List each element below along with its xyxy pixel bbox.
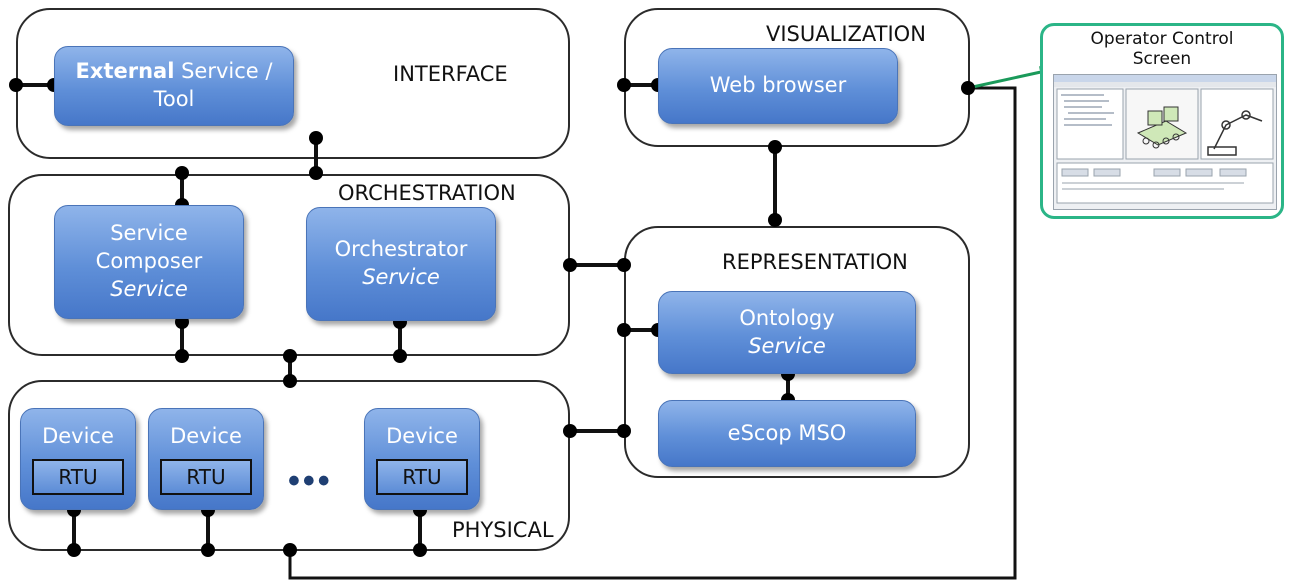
web-browser-box: Web browser [658,48,898,124]
rtu-box: RTU [376,458,468,495]
ontology-line2: Service [748,333,826,358]
physical-label: PHYSICAL [452,518,554,542]
external-service-tool-box: External Service / Tool [54,46,294,126]
external-label: External [75,59,175,84]
more-devices-ellipsis: ••• [288,462,333,500]
operator-title-line1: Operator Control [1090,29,1234,49]
composer-line3: Service [110,276,188,301]
operator-title-line2: Screen [1132,48,1192,69]
composer-line2: Composer [95,249,203,274]
device-label: Device [386,424,458,449]
operator-control-panel: Operator Control Screen [1040,23,1284,219]
tool-label: Tool [153,87,195,111]
ontology-service-box: Ontology Service [658,291,916,374]
escop-mso-box: eScop MSO [658,400,916,467]
device-label: Device [42,424,114,449]
device-label: Device [170,424,242,449]
service-slash-label: Service / [174,59,273,84]
rtu-box: RTU [32,458,124,495]
orchestrator-line1: Orchestrator [334,237,468,262]
rtu-box: RTU [160,458,252,495]
composer-line1: Service [110,221,188,246]
visualization-label: VISUALIZATION [766,22,926,46]
operator-screenshot-thumbnail [1053,74,1277,210]
interface-label: INTERFACE [393,62,508,86]
service-composer-box: Service Composer Service [54,205,244,319]
device-box-3: Device RTU [364,408,480,510]
mini-ui-illustration [1054,75,1276,204]
orchestration-label: ORCHESTRATION [338,181,516,205]
representation-label: REPRESENTATION [722,250,908,274]
web-browser-label: Web browser [709,73,847,98]
orchestrator-service-box: Orchestrator Service [306,207,496,321]
device-box-1: Device RTU [20,408,136,510]
escop-mso-label: eScop MSO [727,420,847,445]
device-box-2: Device RTU [148,408,264,510]
ontology-line1: Ontology [739,305,835,330]
operator-panel-title: Operator Control Screen [1043,29,1281,69]
orchestrator-line2: Service [362,265,440,289]
